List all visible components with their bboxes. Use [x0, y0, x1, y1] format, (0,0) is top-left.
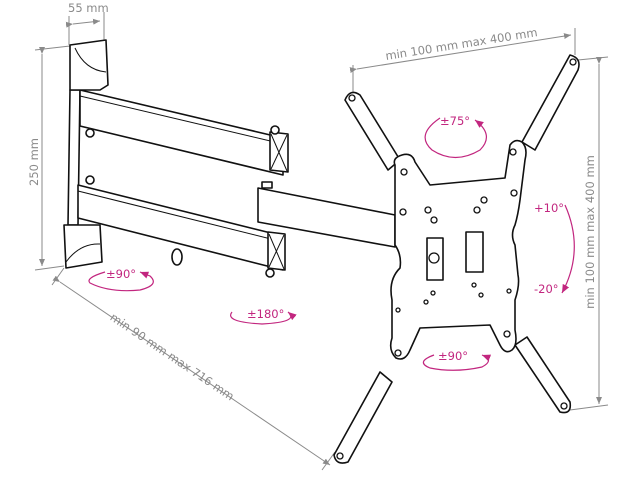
arm-swivel-angle-label: ±180° — [247, 307, 284, 321]
wall-mount-arms — [63, 39, 396, 278]
vesa-plate — [389, 139, 527, 360]
wall-plate-height-label: 250 mm — [27, 138, 41, 186]
vesa-vertical-label: min 100 mm max 400 mm — [583, 155, 597, 309]
plate-swivel-angle-label: ±90° — [438, 349, 468, 363]
tilt-down-angle-label: -20° — [534, 282, 559, 296]
rotation-angle-label: ±75° — [440, 114, 470, 128]
angle-arrows — [88, 117, 575, 371]
wall-swivel-angle-label: ±90° — [106, 267, 136, 281]
arm-extension-label: min 90 mm max 716 mm — [108, 310, 237, 403]
tilt-up-angle-label: +10° — [534, 201, 564, 215]
wall-plate-depth-label: 55 mm — [68, 1, 109, 15]
dimension-lines — [34, 12, 609, 471]
vesa-brackets — [333, 54, 580, 464]
